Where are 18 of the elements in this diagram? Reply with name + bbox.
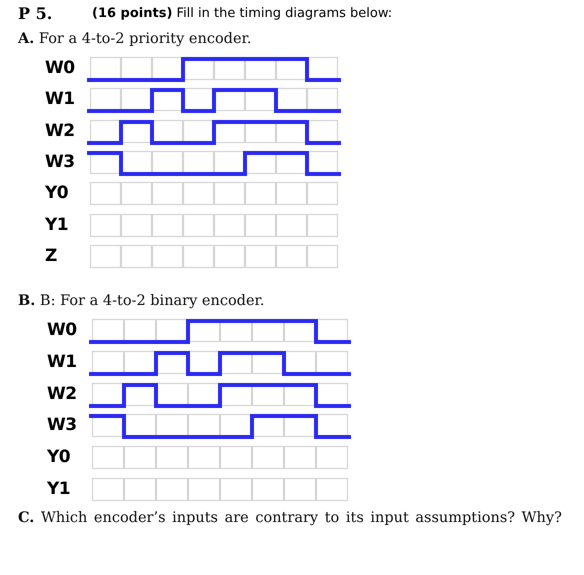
signal-name: W3 xyxy=(47,415,77,436)
signal-name: W1 xyxy=(45,89,75,110)
section-heading: B. B: For a 4-to-2 binary encoder. xyxy=(18,292,264,309)
signal-name: Y0 xyxy=(45,183,68,204)
signal-name: W0 xyxy=(45,58,75,78)
signal-name: Y0 xyxy=(47,447,70,468)
signal-name: W2 xyxy=(47,384,77,404)
question-text: C. Which encoder’s inputs are contrary to its input assumptions? Why? xyxy=(18,508,563,528)
signal-name: W3 xyxy=(45,152,75,172)
signal-name: Y1 xyxy=(45,214,68,234)
problem-number: P 5. xyxy=(18,4,52,23)
signal-name: W1 xyxy=(47,352,77,372)
section-heading: A. For a 4-to-2 priority encoder. xyxy=(18,30,252,47)
signal-name: W2 xyxy=(45,120,75,141)
signal-name: Z xyxy=(45,246,57,266)
signal-name: Y1 xyxy=(47,479,70,499)
signal-name: W0 xyxy=(47,320,77,340)
instructions: (16 points) Fill in the timing diagrams below: xyxy=(92,6,392,21)
